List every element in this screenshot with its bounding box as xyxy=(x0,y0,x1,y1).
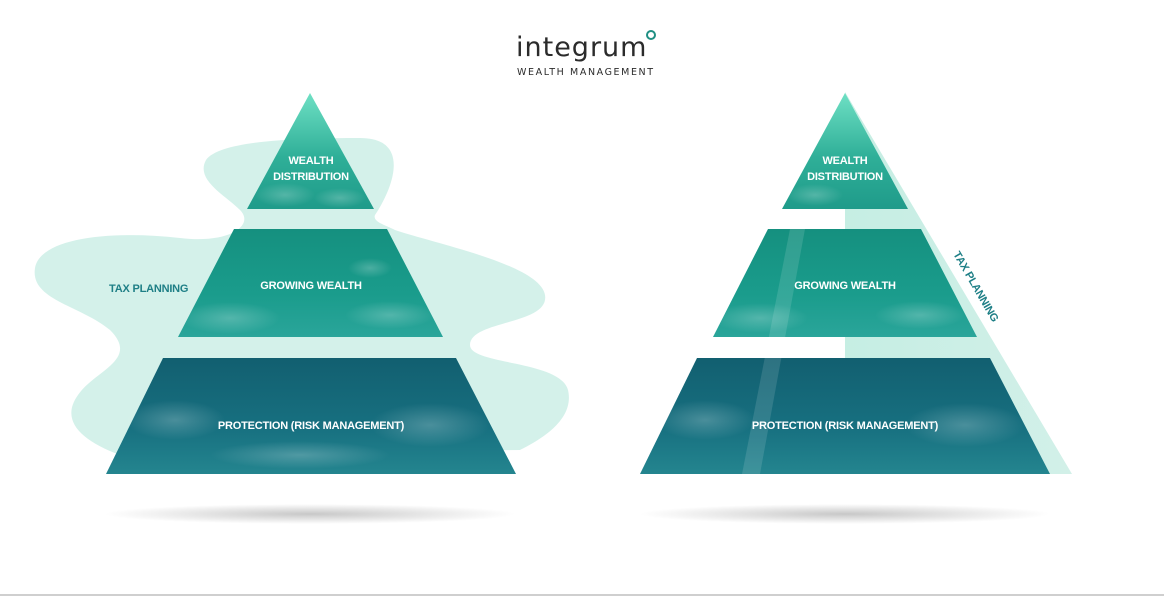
integrum-logo: integrum WEALTH MANAGEMENT xyxy=(500,28,670,80)
logo-ring-icon xyxy=(646,30,656,40)
left-tier-base-label: PROTECTION (RISK MANAGEMENT) xyxy=(218,420,405,432)
left-tier-top-line2: DISTRIBUTION xyxy=(273,171,349,183)
left-tier-top-line1: WEALTH xyxy=(288,155,333,167)
left-tier-mid-label: GROWING WEALTH xyxy=(260,280,362,292)
light-ray xyxy=(742,229,805,474)
left-pyramid-shadow xyxy=(105,504,515,524)
tier-wealth-distribution xyxy=(782,93,908,209)
right-tier-top-line1: WEALTH xyxy=(822,155,867,167)
logo-wordmark: integrum xyxy=(516,32,648,63)
left-pyramid: WEALTH DISTRIBUTION GROWING WEALTH PROTE… xyxy=(34,93,569,524)
right-pyramid-shadow xyxy=(640,504,1050,524)
right-tier-base-label: PROTECTION (RISK MANAGEMENT) xyxy=(752,420,939,432)
tier-wealth-distribution xyxy=(247,93,374,209)
logo-tagline: WEALTH MANAGEMENT xyxy=(517,67,655,78)
right-tier-mid-label: GROWING WEALTH xyxy=(794,280,896,292)
left-tax-planning-label: TAX PLANNING xyxy=(109,283,188,295)
right-tier-top-line2: DISTRIBUTION xyxy=(807,171,883,183)
bottom-divider xyxy=(0,594,1164,596)
right-pyramid: WEALTH DISTRIBUTION GROWING WEALTH PROTE… xyxy=(640,92,1072,524)
